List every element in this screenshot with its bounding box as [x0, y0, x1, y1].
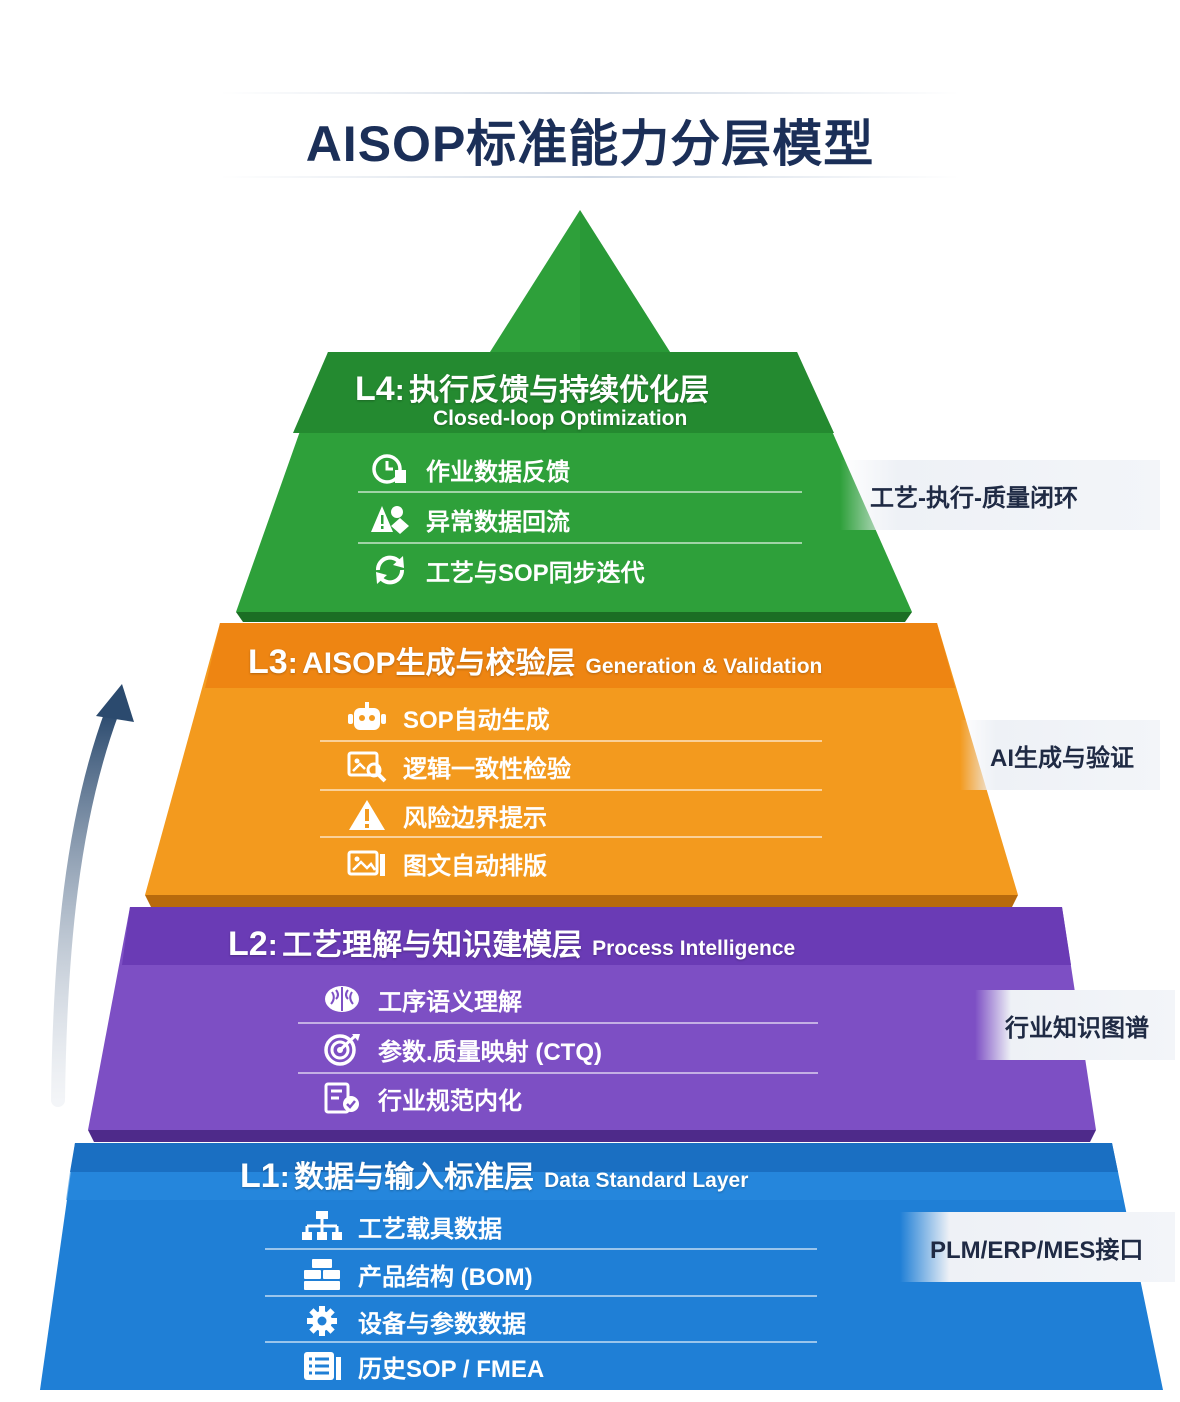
l3-item-2: 逻辑一致性检验: [345, 742, 571, 790]
layer-l3-code: L3: [248, 643, 288, 681]
l2-side-label: 行业知识图谱: [975, 990, 1175, 1060]
l1-separator-3: [265, 1341, 817, 1343]
l1-item-4-label: 历史SOP / FMEA: [358, 1355, 545, 1383]
l2-separator-1: [298, 1022, 818, 1024]
brain-icon: [320, 982, 364, 1016]
layer-l1-name-cn: 数据与输入标准层: [294, 1161, 535, 1194]
layer-l2-name-cn: 工艺理解与知识建模层: [282, 929, 583, 962]
layer-l1-name-en: Data Standard Layer: [544, 1169, 749, 1192]
l1-item-2: 产品结构 (BOM): [300, 1250, 533, 1298]
sync-icon: [368, 553, 412, 587]
target-icon: [320, 1032, 364, 1066]
page-title: AISOP标准能力分层模型: [305, 116, 875, 172]
layer-l3-sep: :: [287, 647, 298, 680]
layer-l2-code: L2: [228, 925, 268, 963]
l3-item-2-label: 逻辑一致性检验: [403, 755, 571, 783]
l1-item-4: 历史SOP / FMEA: [300, 1342, 544, 1390]
l2-item-2-label: 参数.质量映射 (CTQ): [378, 1038, 602, 1066]
l2-item-3-label: 行业规范内化: [378, 1087, 522, 1115]
hierarchy-icon: [300, 1209, 344, 1243]
clock-document-icon: [368, 452, 412, 486]
l4-item-1-label: 作业数据反馈: [426, 458, 570, 486]
image-search-icon: [345, 749, 389, 783]
l4-separator-1: [358, 491, 802, 493]
layer-l1-title: L1: 数据与输入标准层 Data Standard Layer: [240, 1152, 748, 1196]
l4-side-label: 工艺-执行-质量闭环: [840, 460, 1160, 530]
l1-item-1-label: 工艺载具数据: [358, 1215, 502, 1243]
gear-icon: [300, 1304, 344, 1338]
layer-l4-sep: :: [394, 374, 405, 407]
l3-separator-1: [320, 740, 822, 742]
l4-item-1: 作业数据反馈: [368, 445, 570, 493]
layer-l1-sep: :: [279, 1161, 290, 1194]
layer-l4-name-cn: 执行反馈与持续优化层: [409, 374, 710, 407]
layer-l1-code: L1: [240, 1157, 280, 1195]
layer-l4-block: [236, 352, 912, 622]
l4-separator-2: [358, 542, 802, 544]
l1-side-label: PLM/ERP/MES接口: [900, 1212, 1175, 1282]
l3-item-1: SOP自动生成: [345, 693, 550, 741]
l2-item-1: 工序语义理解: [320, 975, 522, 1023]
l3-item-4: 图文自动排版: [345, 839, 547, 887]
layer-l4-code: L4: [355, 370, 395, 408]
layer-l3-name-en: Generation & Validation: [585, 655, 823, 678]
l3-item-3-label: 风险边界提示: [403, 804, 547, 832]
l1-item-3: 设备与参数数据: [300, 1297, 526, 1345]
l1-item-3-label: 设备与参数数据: [358, 1310, 526, 1338]
l4-item-2: 异常数据回流: [368, 495, 570, 543]
layer-l2-block: [88, 907, 1096, 1142]
l2-item-2: 参数.质量映射 (CTQ): [320, 1025, 602, 1073]
stack-icon: [300, 1257, 344, 1291]
l4-item-3-label: 工艺与SOP同步迭代: [426, 559, 645, 587]
l3-item-3: 风险边界提示: [345, 791, 547, 839]
l2-item-3: 行业规范内化: [320, 1074, 522, 1122]
l1-item-2-label: 产品结构 (BOM): [358, 1263, 533, 1291]
layer-l3-name-cn: AISOP生成与校验层: [302, 647, 576, 680]
layer-l2-title: L2: 工艺理解与知识建模层 Process Intelligence: [228, 920, 795, 964]
l3-separator-3: [320, 836, 822, 838]
l1-item-1: 工艺载具数据: [300, 1202, 502, 1250]
l4-item-3: 工艺与SOP同步迭代: [368, 546, 645, 594]
layer-l3-title: L3: AISOP生成与校验层 Generation & Validation: [248, 638, 822, 682]
list-document-icon: [300, 1349, 344, 1383]
warning-icon: [345, 798, 389, 832]
l3-separator-2: [320, 789, 822, 791]
l4-item-2-label: 异常数据回流: [426, 508, 570, 536]
l2-separator-2: [298, 1072, 818, 1074]
layer-l2-sep: :: [267, 929, 278, 962]
layer-l4-name-en: Closed-loop Optimization: [433, 407, 688, 430]
title-divider-top: [220, 92, 960, 94]
layer-l2-name-en: Process Intelligence: [592, 937, 796, 960]
title-divider-bottom: [220, 176, 960, 178]
l3-item-1-label: SOP自动生成: [403, 706, 550, 734]
l3-side-label: AI生成与验证: [960, 720, 1160, 790]
robot-icon: [345, 700, 389, 734]
upward-arrow-head: [96, 684, 134, 722]
l1-separator-2: [265, 1295, 817, 1297]
layer-l4-title: L4: 执行反馈与持续优化层 Closed-loop Optimization: [355, 365, 709, 431]
warning-shapes-icon: [368, 502, 412, 536]
image-layout-icon: [345, 846, 389, 880]
l3-item-4-label: 图文自动排版: [403, 852, 547, 880]
upward-arrow: [51, 705, 119, 1107]
l2-item-1-label: 工序语义理解: [378, 988, 522, 1016]
l1-separator-1: [265, 1248, 817, 1250]
document-check-icon: [320, 1081, 364, 1115]
